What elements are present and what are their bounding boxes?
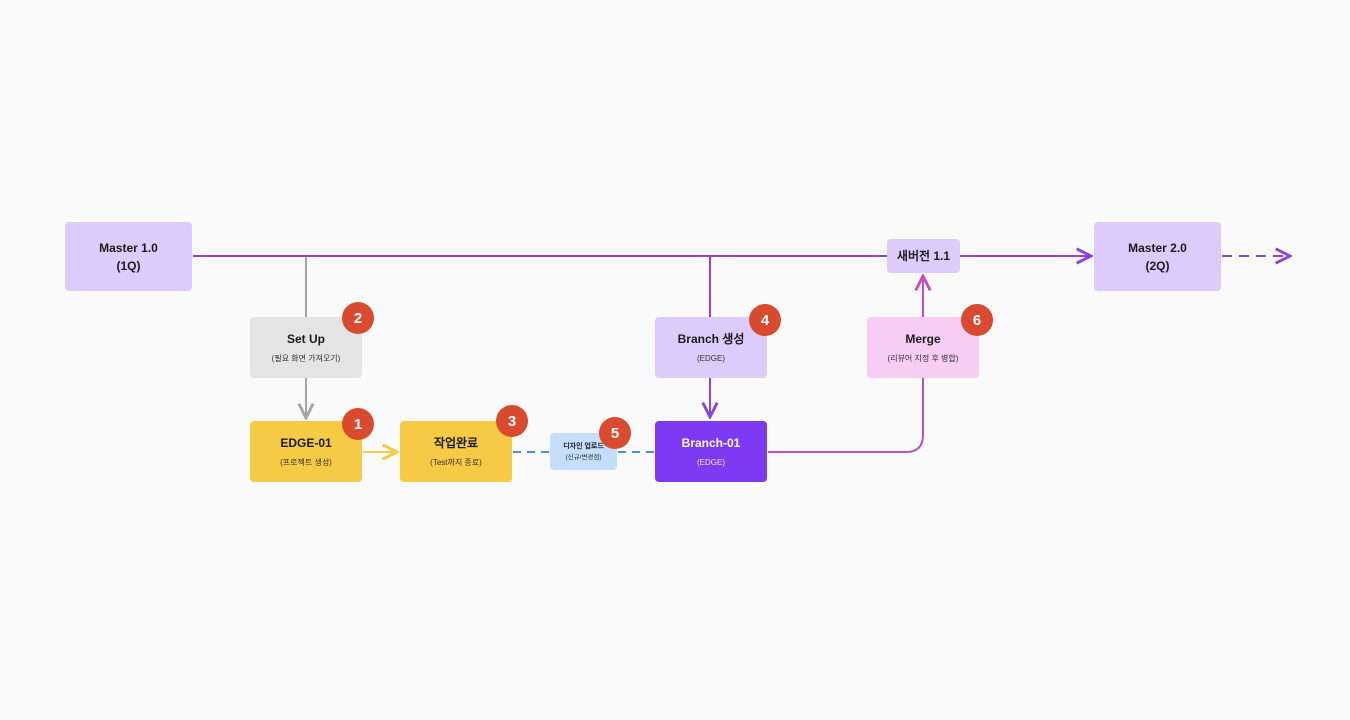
work-done-subtitle: (Test까지 종료) <box>430 457 482 467</box>
work-done-node: 작업완료 (Test까지 종료) <box>400 421 512 482</box>
new-version-node: 새버전 1.1 <box>887 239 960 273</box>
master-2-subtitle: (2Q) <box>1145 258 1170 273</box>
setup-node: Set Up (필요 화면 가져오기) <box>250 317 362 378</box>
step-badge-2: 2 <box>342 302 374 334</box>
branch-create-title: Branch 생성 <box>677 331 745 346</box>
branch01-subtitle: (EDGE) <box>697 457 725 467</box>
design-upload-title: 디자인 업로드 <box>563 442 604 450</box>
new-version-title: 새버전 1.1 <box>896 248 951 263</box>
edge01-subtitle: (프로젝트 생성) <box>280 457 332 467</box>
edge01-title: EDGE-01 <box>280 435 332 450</box>
connector-branch01-to-merge <box>768 378 924 453</box>
step-badge-6: 6 <box>961 304 993 336</box>
merge-node: Merge (리뷰어 지정 후 병합) <box>867 317 979 378</box>
master-1-node: Master 1.0 (1Q) <box>65 222 192 291</box>
design-upload-subtitle: (신규/변경점) <box>565 453 602 461</box>
merge-subtitle: (리뷰어 지정 후 병합) <box>887 353 959 363</box>
work-done-title: 작업완료 <box>433 435 479 450</box>
step-badge-4: 4 <box>749 304 781 336</box>
master-1-subtitle: (1Q) <box>116 258 141 273</box>
master-2-node: Master 2.0 (2Q) <box>1094 222 1221 291</box>
branch-create-node: Branch 생성 (EDGE) <box>655 317 767 378</box>
master-2-title: Master 2.0 <box>1128 240 1187 255</box>
master-1-title: Master 1.0 <box>99 240 158 255</box>
branch01-title: Branch-01 <box>681 435 741 450</box>
step-badge-1: 1 <box>342 408 374 440</box>
step-badge-3: 3 <box>496 405 528 437</box>
setup-subtitle: (필요 화면 가져오기) <box>271 353 341 363</box>
setup-title: Set Up <box>286 331 325 346</box>
step-badge-5: 5 <box>599 417 631 449</box>
branch-create-subtitle: (EDGE) <box>697 353 725 363</box>
branch01-node: Branch-01 (EDGE) <box>655 421 767 482</box>
merge-title: Merge <box>905 331 941 346</box>
